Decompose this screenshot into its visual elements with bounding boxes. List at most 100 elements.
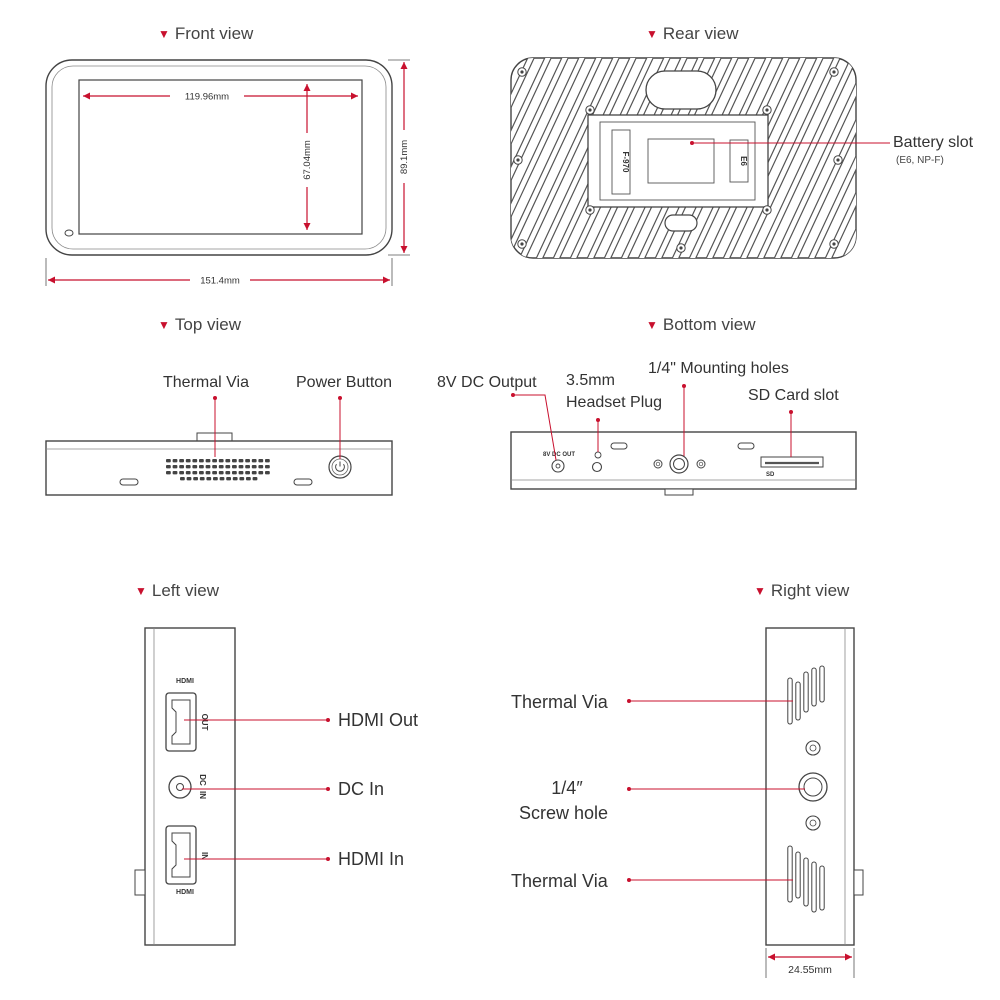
vent-slot	[258, 471, 264, 475]
vent-slot	[238, 465, 244, 469]
screw-center	[520, 70, 524, 74]
cooling-slot	[511, 58, 524, 258]
battery-contact-window	[647, 138, 715, 184]
vent-slot	[205, 465, 211, 469]
vent-slot	[226, 477, 231, 481]
top-view-label: Top view	[174, 315, 242, 334]
vent-slot	[179, 459, 184, 463]
headphone-icon	[594, 451, 602, 459]
left-tab	[134, 869, 146, 896]
rear-screws	[513, 67, 843, 253]
right-thermal-via-bottom-label: Thermal Via	[511, 871, 608, 891]
body-height-dim-text: 89.1mm	[399, 140, 410, 174]
vent-slot	[199, 459, 204, 463]
vent-slot	[795, 851, 801, 899]
mounting-holes-label: 1/4" Mounting holes	[648, 360, 789, 377]
screw-center	[836, 158, 840, 162]
hdmi-in-port-inner	[171, 832, 191, 878]
bottom-view-drawing: 8V DC OUT SD	[510, 384, 857, 496]
vent-slot	[166, 471, 171, 475]
cooling-slot	[398, 45, 503, 270]
front-screen	[78, 79, 363, 235]
vent-slot	[251, 465, 257, 469]
mounting-holes-callout-dot	[682, 384, 686, 388]
screw-center	[765, 208, 769, 212]
vent-slot	[218, 471, 224, 475]
battery-types-label: (E6, NP-F)	[896, 155, 944, 166]
vent-slot	[252, 477, 258, 481]
bottom-view-label: Bottom view	[662, 315, 756, 334]
plate-right-marking: E6	[739, 156, 748, 166]
mount-pin-left	[653, 459, 663, 469]
headset-plug-port	[591, 461, 603, 473]
vent-slot	[803, 857, 809, 907]
vent-slot	[238, 471, 244, 475]
power-button-callout-dot	[338, 396, 342, 400]
front-view-label: Front view	[174, 24, 254, 43]
vent-slot	[265, 459, 270, 463]
vent-slot	[251, 459, 257, 463]
rear-bottom-slot	[664, 214, 698, 232]
triangle-marker-icon: ▼	[754, 584, 766, 598]
right-pin-bottom	[805, 815, 821, 831]
in-marking: IN	[198, 791, 207, 799]
cooling-slot-inner	[735, 58, 846, 258]
vent-slot	[232, 471, 237, 475]
bottom-view-title: ▼Bottom view	[646, 315, 755, 335]
dc-output-callout-dot	[511, 393, 515, 397]
cooling-slot-inner	[511, 58, 540, 258]
screw-center	[588, 108, 592, 112]
right-thermal-bottom-callout-dot	[627, 878, 631, 882]
vent-slot	[212, 471, 217, 475]
left-view-drawing: HDMI OUT DC IN IN HDMI	[134, 627, 330, 946]
vent-slot	[205, 471, 211, 475]
cooling-slot-inner	[891, 45, 996, 270]
screw-hole-thread	[803, 777, 823, 797]
rear-view-title: ▼Rear view	[646, 24, 738, 44]
cooling-slot-inner	[718, 58, 829, 258]
battery-terminal-right	[729, 139, 749, 183]
vent-slot	[225, 459, 231, 463]
vent-slot	[811, 667, 817, 707]
screw-center	[516, 158, 520, 162]
left-body-outline	[144, 627, 236, 946]
vent-slot	[192, 459, 198, 463]
triangle-marker-icon: ▼	[158, 318, 170, 332]
power-button-label: Power Button	[296, 374, 393, 391]
dc-out-marking: 8V DC OUT	[543, 452, 575, 458]
vent-slot	[186, 477, 192, 481]
front-view-title: ▼Front view	[158, 24, 253, 44]
vent-slot	[199, 471, 204, 475]
left-view-title: ▼Left view	[135, 581, 219, 601]
triangle-marker-icon: ▼	[646, 27, 658, 41]
vent-slot	[225, 465, 231, 469]
front-body-outline	[45, 59, 393, 256]
screw-center	[588, 208, 592, 212]
cooling-slot-inner	[511, 58, 523, 258]
sd-card-slot-label: SD Card slot	[748, 387, 839, 404]
cooling-slot-inner	[769, 58, 856, 258]
battery-slot-callout-dot	[690, 141, 694, 145]
cooling-slot-inner	[514, 58, 625, 258]
vent-slot	[819, 665, 825, 703]
cooling-slot	[853, 58, 856, 258]
vent-slot	[787, 845, 793, 903]
top-foot-right	[293, 478, 313, 486]
bottom-slot-right	[737, 442, 755, 450]
hdmi-in-marking: HDMI	[176, 889, 194, 896]
vent-slot	[172, 465, 178, 469]
power-icon	[335, 461, 345, 472]
screw-hole-label-1: 1/4″	[551, 778, 583, 798]
top-thermal-vents	[166, 459, 270, 481]
vent-slot	[218, 459, 224, 463]
screw-center	[679, 246, 683, 250]
screw-center	[520, 242, 524, 246]
vent-slot	[166, 459, 171, 463]
body-width-dim-text: 151.4mm	[200, 276, 240, 287]
vent-slot	[803, 671, 809, 713]
right-pin-top	[805, 740, 821, 756]
cooling-slot-inner	[511, 58, 557, 258]
screen-height-dim-text: 67.04mm	[302, 140, 313, 180]
battery-terminal-left	[611, 129, 631, 195]
screw-center	[765, 108, 769, 112]
